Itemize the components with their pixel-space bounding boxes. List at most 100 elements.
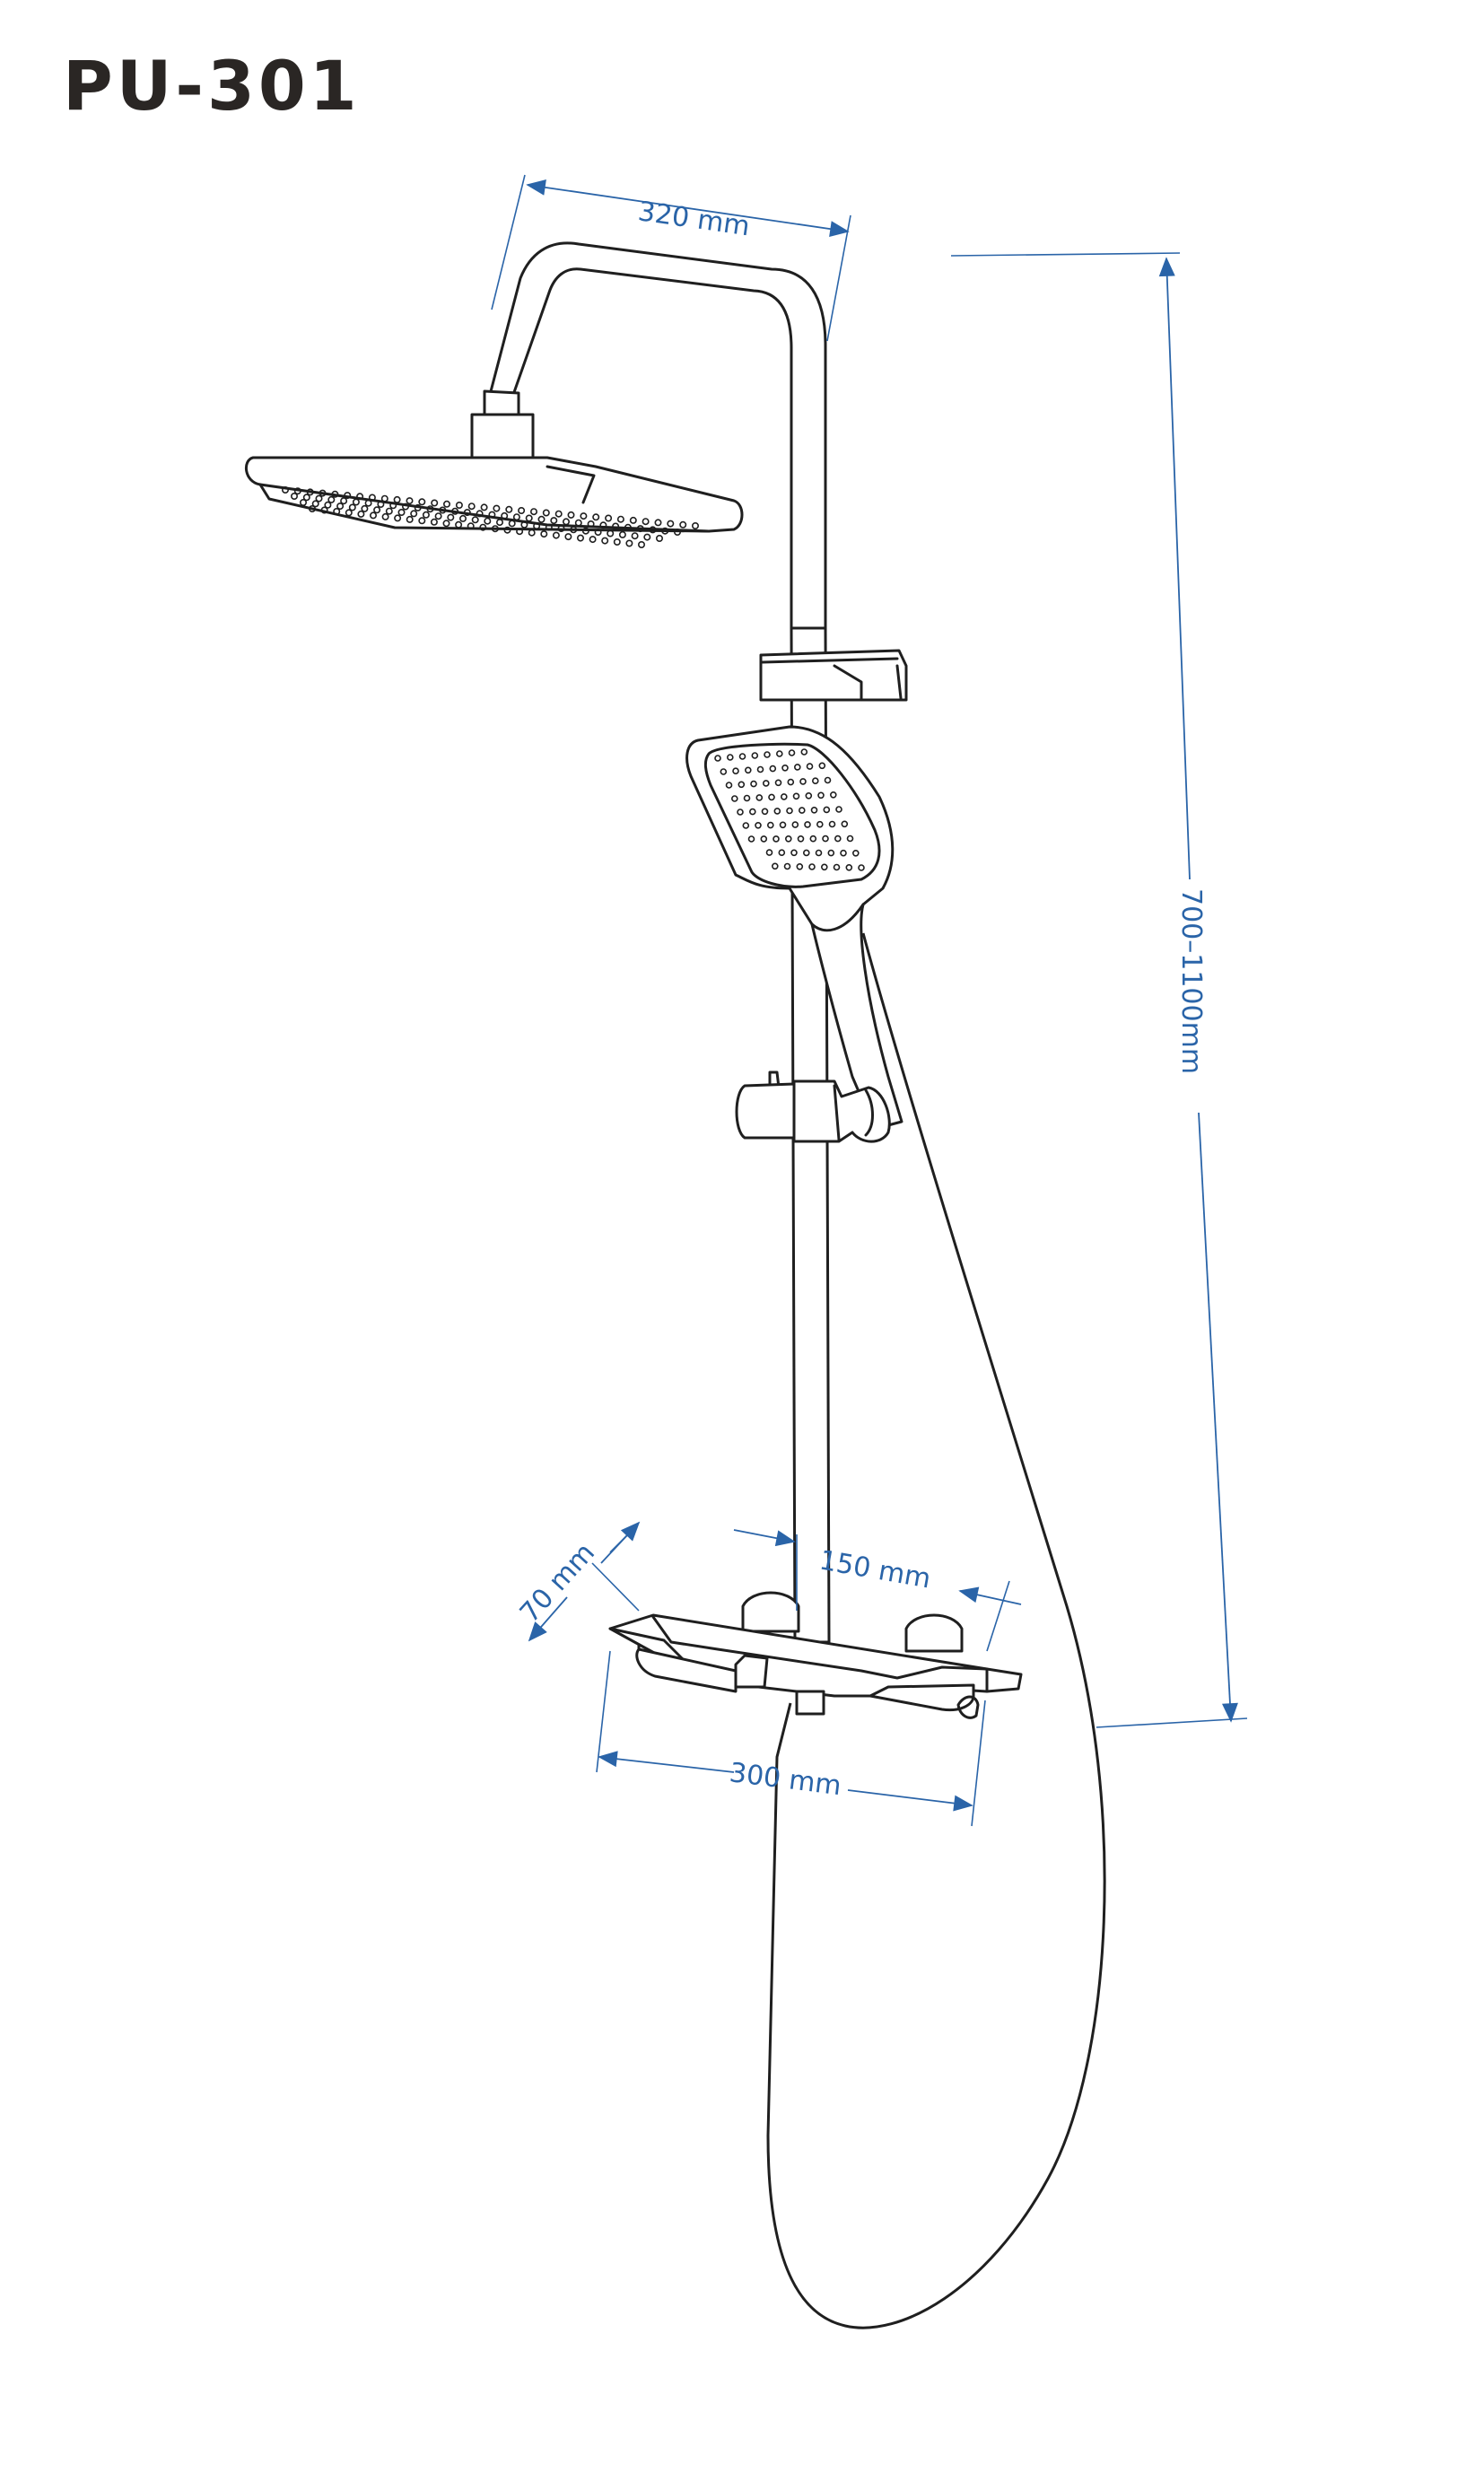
nozzle-dot (385, 507, 393, 515)
nozzle-dot (542, 509, 550, 517)
dimension-label-150: 150 mm (817, 1544, 933, 1595)
thermostatic-valve (608, 1591, 1023, 1719)
nozzle-dot (550, 517, 558, 525)
nozzle-dot (393, 495, 401, 503)
nozzle-dot (426, 505, 434, 513)
nozzle-dot (311, 500, 319, 508)
nozzle-dot (467, 522, 475, 530)
dimension-70 (528, 1521, 641, 1642)
nozzle-dot (592, 513, 600, 521)
nozzle-dot (394, 514, 402, 522)
nozzle-dot (846, 835, 854, 843)
nozzle-dot (540, 530, 548, 538)
nozzle-dot (738, 781, 746, 789)
nozzle-dot (368, 494, 376, 502)
dimension-label-300: 300 mm (728, 1757, 843, 1802)
nozzle-dot (788, 749, 796, 756)
nozzle-dot (612, 522, 620, 530)
nozzle-dot (625, 539, 633, 547)
nozzle-dot (520, 520, 528, 529)
nozzle-dot (765, 849, 773, 856)
nozzle-dot (822, 835, 829, 843)
nozzle-dot (797, 835, 805, 843)
nozzle-dot (567, 511, 575, 519)
nozzle-dot (808, 863, 816, 870)
nozzle-dot (613, 537, 621, 546)
nozzle-dot (570, 526, 578, 534)
nozzle-dot (306, 488, 314, 496)
nozzle-dot (750, 780, 757, 788)
nozzle-dot (431, 499, 439, 507)
nozzle-dot (564, 533, 572, 541)
nozzle-dot (636, 525, 644, 533)
nozzle-dot (738, 753, 746, 760)
nozzle-dot (720, 768, 728, 775)
nozzle-dot (827, 849, 835, 857)
nozzle-dot (858, 864, 865, 871)
nozzle-dot (774, 779, 782, 787)
nozzle-dot (637, 540, 645, 548)
nozzle-dot (552, 531, 560, 539)
nozzle-dot (324, 501, 332, 509)
nozzle-dot (798, 807, 806, 814)
dimension-label-70: 70 mm (514, 1537, 601, 1629)
nozzle-dot (480, 503, 488, 511)
hand-shower-holder (759, 649, 908, 702)
nozzle-dot (835, 806, 842, 813)
nozzle-dot (442, 500, 450, 508)
nozzle-dot (618, 530, 626, 538)
nozzle-dot (833, 863, 841, 871)
nozzle-dot (580, 512, 588, 520)
nozzle-dot (414, 503, 422, 511)
nozzle-dot (780, 793, 788, 800)
nozzle-dot (501, 511, 509, 520)
nozzle-dot (587, 520, 595, 528)
nozzle-dot (751, 752, 759, 759)
nozzle-dot (725, 782, 733, 789)
nozzle-dot (811, 777, 819, 785)
nozzle-dot (756, 765, 764, 773)
nozzle-dot (442, 520, 450, 528)
nozzle-dot (471, 516, 479, 524)
nozzle-dot (320, 506, 328, 514)
nozzle-dot (629, 516, 637, 524)
nozzle-dot (642, 518, 650, 526)
nozzle-dot (503, 526, 511, 534)
nozzle-dot (771, 862, 779, 870)
nozzle-dot (631, 532, 639, 540)
nozzle-dot (319, 489, 327, 497)
nozzle-dot (790, 849, 798, 857)
dimension-320 (491, 174, 851, 342)
nozzle-dot (781, 764, 789, 772)
nozzle-dot (493, 504, 501, 512)
dimension-label-320: 320 mm (636, 196, 752, 242)
nozzle-dot (455, 501, 463, 509)
nozzle-dot (529, 508, 537, 516)
nozzle-dot (851, 849, 860, 857)
hand-shower (685, 725, 903, 1131)
nozzle-dot (810, 806, 818, 814)
nozzle-dot (805, 791, 813, 800)
nozzle-dot (764, 751, 771, 758)
nozzle-dot (476, 510, 484, 518)
nozzle-dot (537, 515, 546, 523)
nozzle-dot (348, 503, 356, 511)
nozzle-dot (829, 791, 837, 799)
nozzle-dot (775, 750, 783, 757)
nozzle-dot (361, 504, 369, 512)
nozzle-dot (726, 754, 734, 761)
nozzle-dot (809, 835, 817, 843)
nozzle-dot (607, 529, 615, 537)
nozzle-dot (792, 792, 800, 800)
nozzle-dot (467, 502, 476, 511)
shower-hose (766, 932, 1106, 2329)
nozzle-dot (528, 529, 536, 537)
nozzle-dot (755, 821, 762, 829)
nozzle-dot (661, 527, 669, 535)
nozzle-dot (800, 748, 808, 756)
dimension-label-height: 700–1100mm (1175, 888, 1207, 1074)
nozzle-dot (356, 493, 364, 501)
nozzle-dot (824, 776, 832, 784)
nozzle-dot (491, 525, 499, 533)
